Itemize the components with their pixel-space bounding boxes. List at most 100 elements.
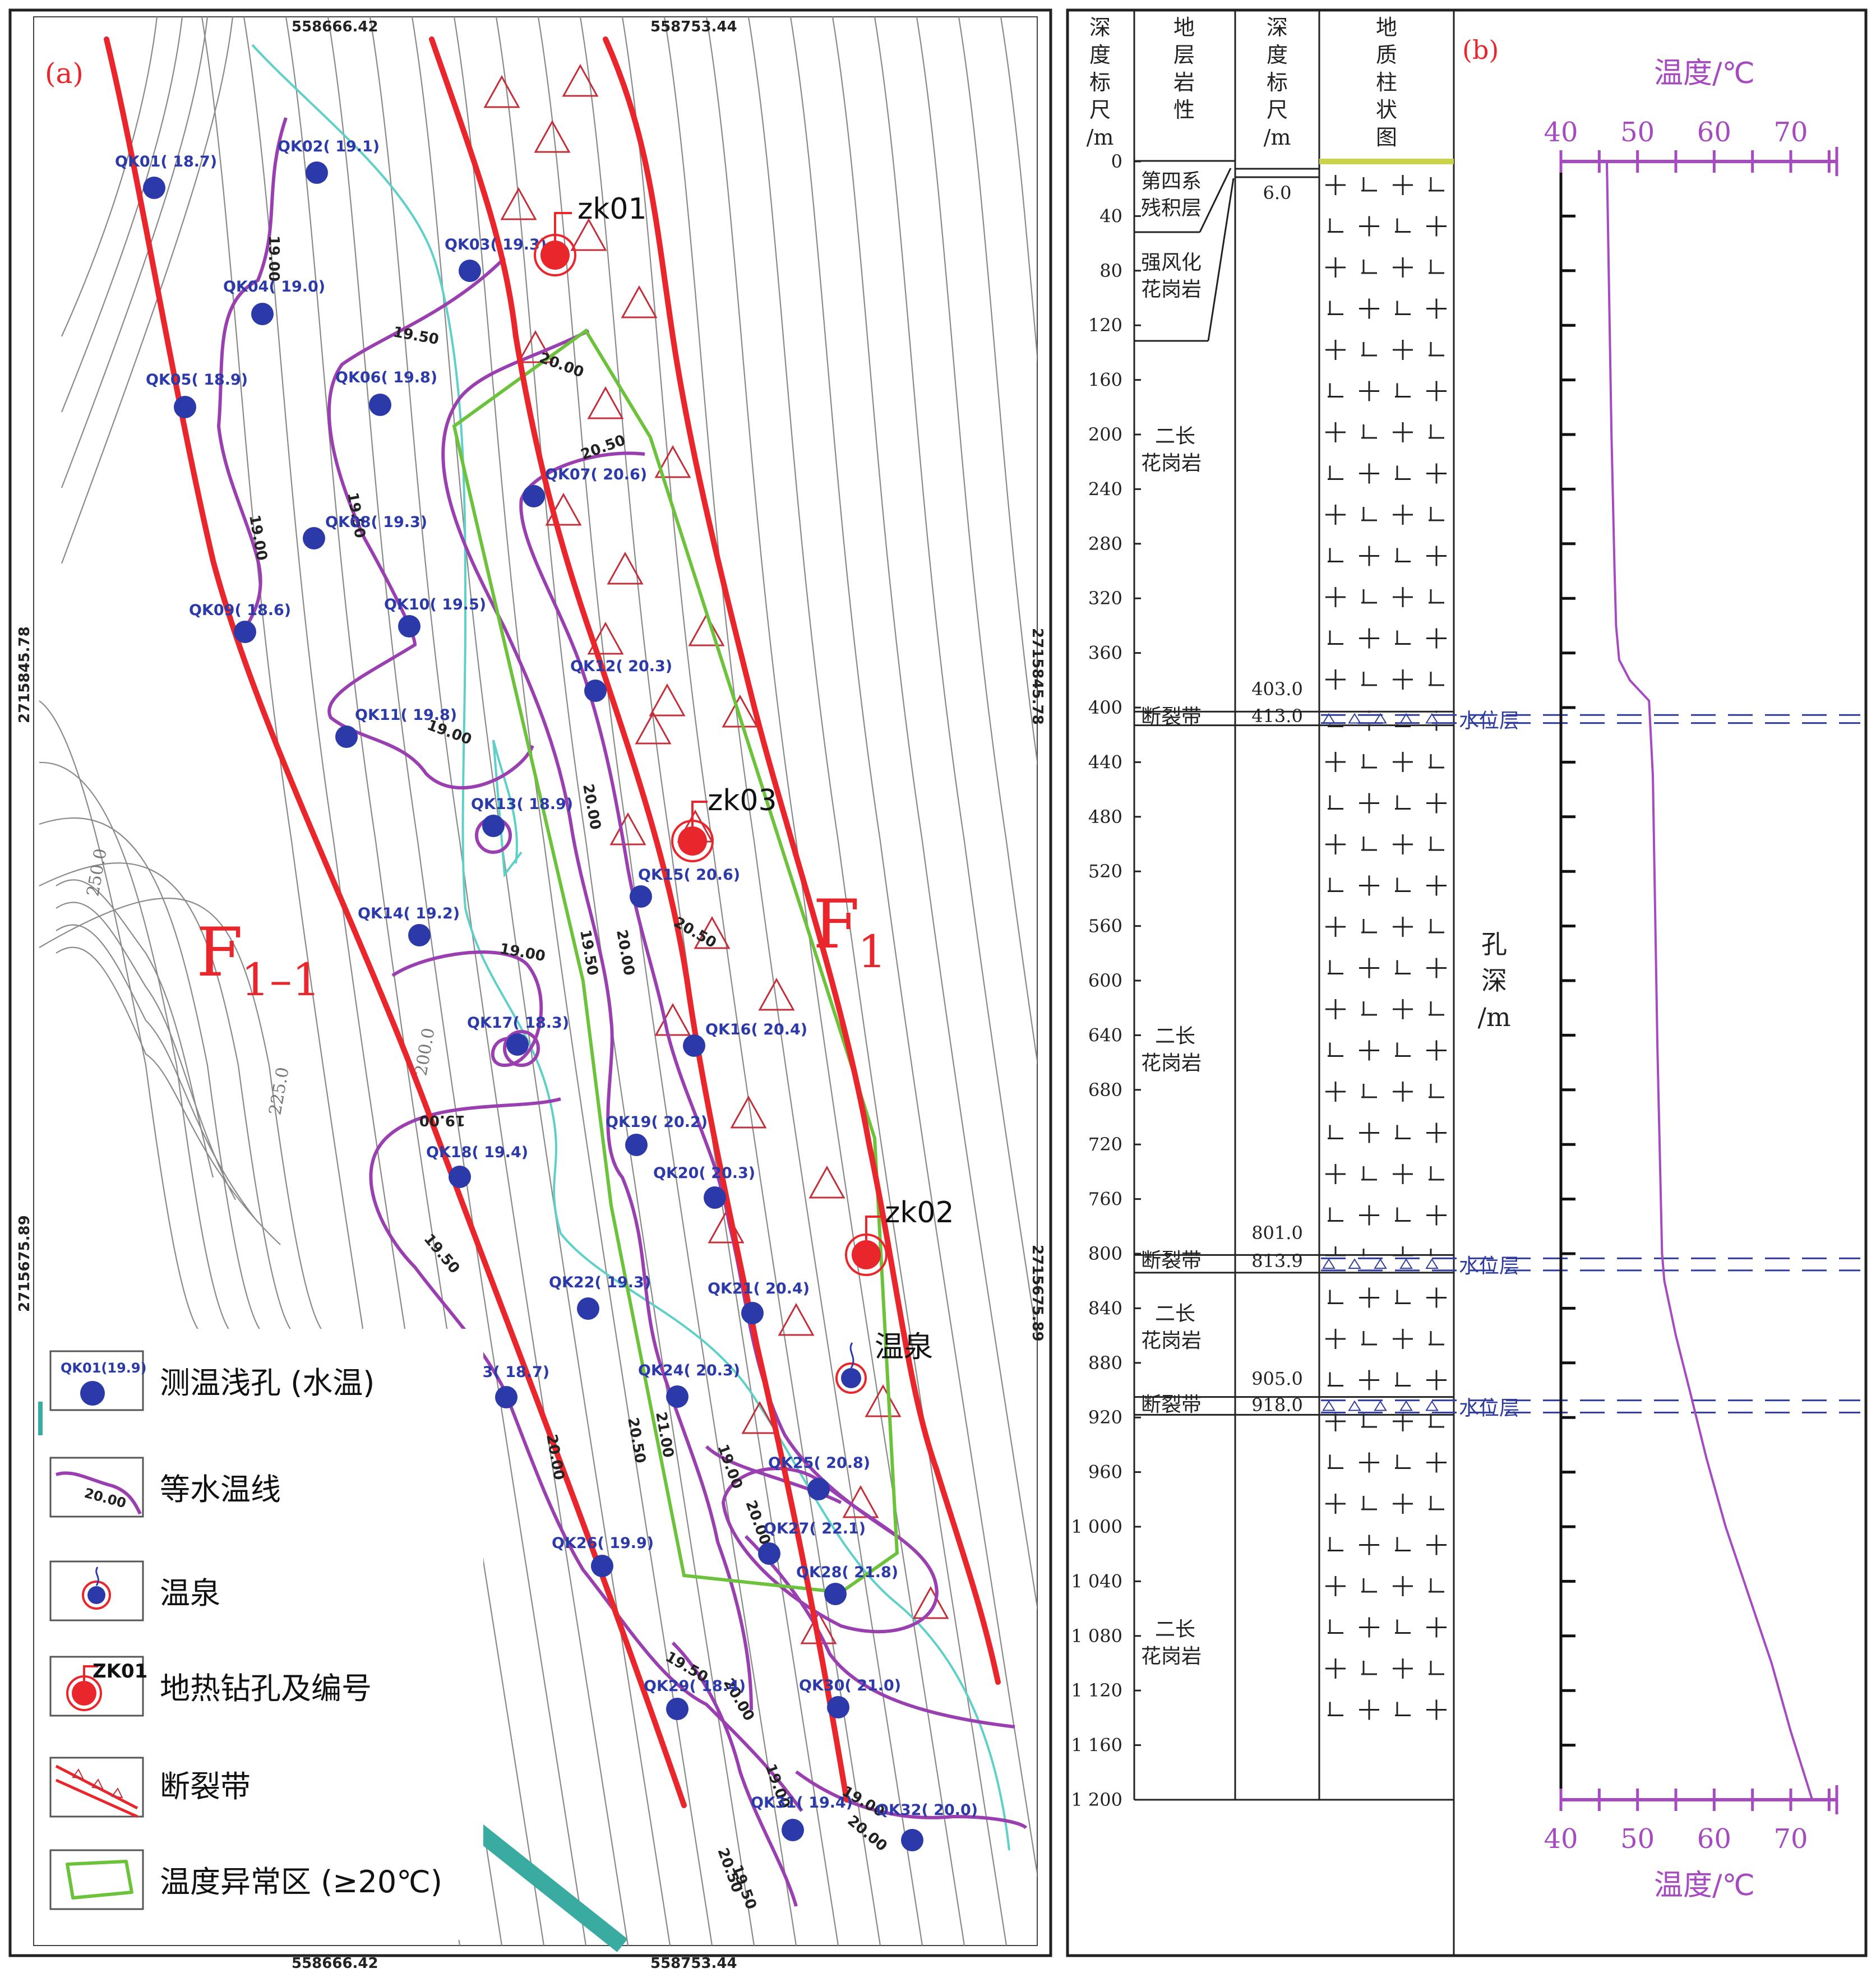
borehole-zk01[interactable]: zk01 xyxy=(534,192,647,276)
depth-tick-label: 320 xyxy=(1088,588,1122,609)
isotherm-label: 19.50 xyxy=(421,1231,463,1277)
isotherm-label: 20.50 xyxy=(579,432,628,463)
water-layer-label: 水位层 xyxy=(1459,1255,1519,1278)
temperature-well[interactable]: QK14( 19.2) xyxy=(358,905,460,946)
well-label: QK17( 18.3) xyxy=(467,1014,569,1032)
well-label: QK03( 19.3) xyxy=(445,236,547,253)
temperature-well[interactable]: QK10( 19.5) xyxy=(384,596,486,637)
temperature-well[interactable]: QK26( 19.9) xyxy=(552,1535,654,1577)
layer-label: 第四系 xyxy=(1141,170,1202,193)
temperature-well[interactable]: QK22( 19.3) xyxy=(549,1274,651,1320)
temp-tick-label-top: 60 xyxy=(1697,117,1731,148)
temperature-well[interactable]: QK12( 20.3) xyxy=(570,658,672,702)
legend-anomaly-text: 温度异常区 (≥20℃) xyxy=(160,1864,442,1900)
fault-zone-triangle xyxy=(722,694,759,728)
lithology-table-lines xyxy=(1133,11,1455,1954)
temperature-well[interactable]: QK31( 19.4) xyxy=(751,1794,853,1841)
well-label: QK12( 20.3) xyxy=(570,658,672,675)
temperature-well[interactable]: QK07( 20.6) xyxy=(523,466,647,507)
layer-label: 二长 xyxy=(1155,1618,1195,1641)
well-label: QK28( 21.8) xyxy=(796,1564,898,1581)
fault-zone-triangle xyxy=(635,711,672,745)
shallow-layer-lines xyxy=(1134,168,1319,342)
layer-label: 花岗岩 xyxy=(1141,1329,1202,1352)
depth-tick-label: 200 xyxy=(1088,424,1122,445)
temperature-well[interactable]: QK03( 19.3) xyxy=(445,236,547,282)
temperature-well[interactable]: QK13( 18.9) xyxy=(471,796,573,837)
legend-item-well: QK01(19.9) 测温浅孔 (水温) xyxy=(49,1350,375,1411)
contour-line xyxy=(411,17,671,1946)
hole-depth-char: 深 xyxy=(1481,965,1507,996)
fault-label-f1-1: F 1–1 xyxy=(196,914,321,1006)
legend-item-spring: 温泉 xyxy=(49,1560,220,1621)
lithology-layer-labels: 第四系残积层强风化花岗岩二长花岗岩断裂带二长花岗岩断裂带二长花岗岩断裂带二长花岗… xyxy=(1141,170,1202,1668)
temperature-well[interactable]: QK05( 18.9) xyxy=(146,371,248,418)
contour-line xyxy=(56,924,258,1223)
fault-zone-triangle xyxy=(778,1302,815,1336)
fault-f1 xyxy=(603,36,1001,1685)
temperature-well[interactable]: QK25( 20.8) xyxy=(768,1454,870,1500)
fault-zone-triangle xyxy=(621,285,658,318)
temperature-well[interactable]: QK20( 20.3) xyxy=(653,1165,755,1209)
isotherm-label: 19.00 xyxy=(246,514,270,562)
hole-depth-label: 孔深/m xyxy=(1477,929,1510,1032)
depth-tick-label: 1 120 xyxy=(1071,1680,1122,1701)
temperature-well[interactable]: QK09( 18.6) xyxy=(189,602,291,643)
well-label: QK27( 22.1) xyxy=(764,1520,866,1537)
temperature-well[interactable]: QK06( 19.8) xyxy=(335,369,437,416)
well-label: QK26( 19.9) xyxy=(552,1535,654,1552)
legend-item-isotherm: 20.00 等水温线 xyxy=(49,1457,281,1518)
depth-mark-label: 413.0 xyxy=(1251,705,1303,727)
temperature-well[interactable]: QK27( 22.1) xyxy=(758,1520,866,1565)
header-char: 尺 xyxy=(1089,98,1111,122)
hole-depth-char: 孔 xyxy=(1481,929,1507,959)
contour-line xyxy=(579,17,839,1946)
borehole-zk02[interactable]: zk02 xyxy=(845,1196,954,1276)
fault-label-letter: F xyxy=(813,886,860,964)
temperature-well[interactable]: QK02( 19.1) xyxy=(278,138,380,184)
temperature-well[interactable]: QK01( 18.7) xyxy=(115,153,217,199)
depth-tick-label: 400 xyxy=(1088,697,1122,718)
header-char: /m xyxy=(1087,125,1114,150)
temperature-well[interactable]: QK16( 20.4) xyxy=(683,1021,807,1057)
temperature-well[interactable]: QK08( 19.3) xyxy=(303,514,427,549)
fault-zone-triangle xyxy=(483,75,520,108)
legend-item-fault-zone: 断裂带 xyxy=(49,1757,251,1818)
isotherm-label: 19.00 xyxy=(419,1112,465,1129)
temperature-well[interactable]: QK21( 20.4) xyxy=(708,1280,810,1324)
temp-axis-title-bottom: 温度/℃ xyxy=(1654,1869,1755,1902)
temperature-well[interactable]: QK32( 20.0) xyxy=(876,1801,978,1851)
temperature-well[interactable]: QK19( 20.2) xyxy=(606,1113,708,1156)
contour-line xyxy=(39,700,202,1335)
temperature-well[interactable]: QK15( 20.6) xyxy=(630,866,740,908)
well-label: QK13( 18.9) xyxy=(471,796,573,813)
faults xyxy=(104,36,1001,1808)
isotherm-label: 19.00 xyxy=(265,235,282,281)
temperature-well[interactable]: QK11( 19.8) xyxy=(335,706,457,748)
layer-label: 断裂带 xyxy=(1141,1249,1202,1272)
temperature-well[interactable]: QK17( 18.3) xyxy=(467,1014,569,1056)
contour-line xyxy=(705,17,965,1946)
panel-b-frame xyxy=(1066,8,1868,1957)
borehole-zk03[interactable]: zk03 xyxy=(671,784,777,862)
depth-tick-label: 1 000 xyxy=(1071,1516,1122,1537)
temperature-well[interactable]: QK18( 19.4) xyxy=(426,1144,528,1188)
depth-tick-label: 560 xyxy=(1088,916,1122,937)
layer-label: 花岗岩 xyxy=(1141,1052,1202,1075)
contour-line xyxy=(874,17,1037,1344)
hot-spring[interactable]: 温泉 xyxy=(835,1330,933,1394)
well-label: QK04( 19.0) xyxy=(223,278,325,295)
fault-zone-triangles xyxy=(483,63,949,1644)
coord-right-lower: 2715675.89 xyxy=(1029,1245,1046,1342)
depth-mark-label: 918.0 xyxy=(1251,1394,1303,1416)
temperature-well[interactable]: QK30( 21.0) xyxy=(799,1677,901,1718)
legend-borehole-icon-text: ZK01 xyxy=(93,1660,147,1683)
temperature-well[interactable]: QK29( 18.4) xyxy=(644,1678,746,1720)
temperature-well[interactable]: QK24( 20.3) xyxy=(638,1362,740,1408)
panel-a-frame xyxy=(8,8,1052,1957)
contour-line xyxy=(61,17,158,337)
legend-well-text: 测温浅孔 (水温) xyxy=(160,1365,375,1401)
isotherm-label: 20.00 xyxy=(543,1433,567,1481)
temperature-well[interactable]: QK28( 21.8) xyxy=(796,1564,898,1605)
temperature-well[interactable]: QK04( 19.0) xyxy=(223,278,325,325)
